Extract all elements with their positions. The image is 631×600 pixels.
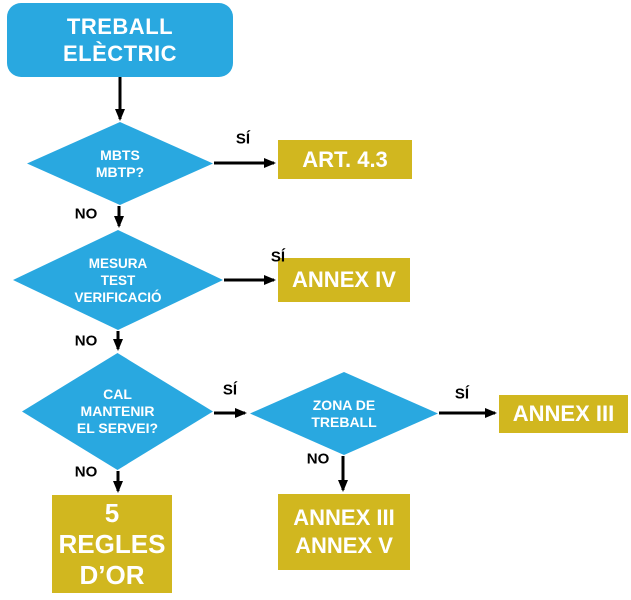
start-label-line: TREBALL <box>66 14 174 39</box>
decision-label-line: TREBALL <box>311 413 377 430</box>
start-label-line: ELÈCTRIC <box>63 41 177 66</box>
result-label: ANNEX IV <box>292 267 396 292</box>
result-label: ART. 4.3 <box>302 146 388 172</box>
edge-label-no-servei: NO <box>74 463 98 481</box>
decision-label-line: EL SERVEI? <box>76 420 159 436</box>
decision-label-line: MESURA <box>88 255 148 271</box>
decision-label-line: CAL <box>103 386 132 402</box>
result-label-line: ANNEX III <box>293 505 395 530</box>
edge-label-no-zona: NO <box>306 450 330 468</box>
decision-label-line: MBTS <box>100 146 140 163</box>
decision-label-line: VERIFICACIÓ <box>74 289 162 305</box>
result-label-line: D’OR <box>79 559 145 590</box>
result-annex-iii: ANNEX III <box>499 395 628 433</box>
edge-label-si-servei: SÍ <box>222 381 238 399</box>
decision-label-line: MANTENIR <box>80 403 155 419</box>
result-art-4-3: ART. 4.3 <box>278 140 412 179</box>
edge-label-no-mesura: NO <box>74 332 98 350</box>
result-label-line: 5 <box>104 497 120 528</box>
decision-label-line: ZONA DE <box>312 396 376 413</box>
result-annex-iv: ANNEX IV <box>278 258 410 302</box>
edge-label-si-mesura: SÍ <box>270 248 286 266</box>
result-label: ANNEX III <box>512 401 615 426</box>
result-annex-iii-annex-v: ANNEX III ANNEX V <box>278 494 410 570</box>
edge-label-si-mbts: SÍ <box>235 130 251 148</box>
decision-label-line: MBTP? <box>95 163 145 180</box>
result-label-line: REGLES <box>58 528 166 559</box>
result-5-regles-d-or: 5 REGLES D’OR <box>52 495 172 593</box>
decision-label-line: TEST <box>100 272 136 288</box>
result-label-line: ANNEX V <box>295 533 393 558</box>
edge-label-si-zona: SÍ <box>454 385 470 403</box>
start-node-treball-electric: TREBALL ELÈCTRIC <box>7 3 233 77</box>
edge-label-no-mbts: NO <box>74 205 98 223</box>
